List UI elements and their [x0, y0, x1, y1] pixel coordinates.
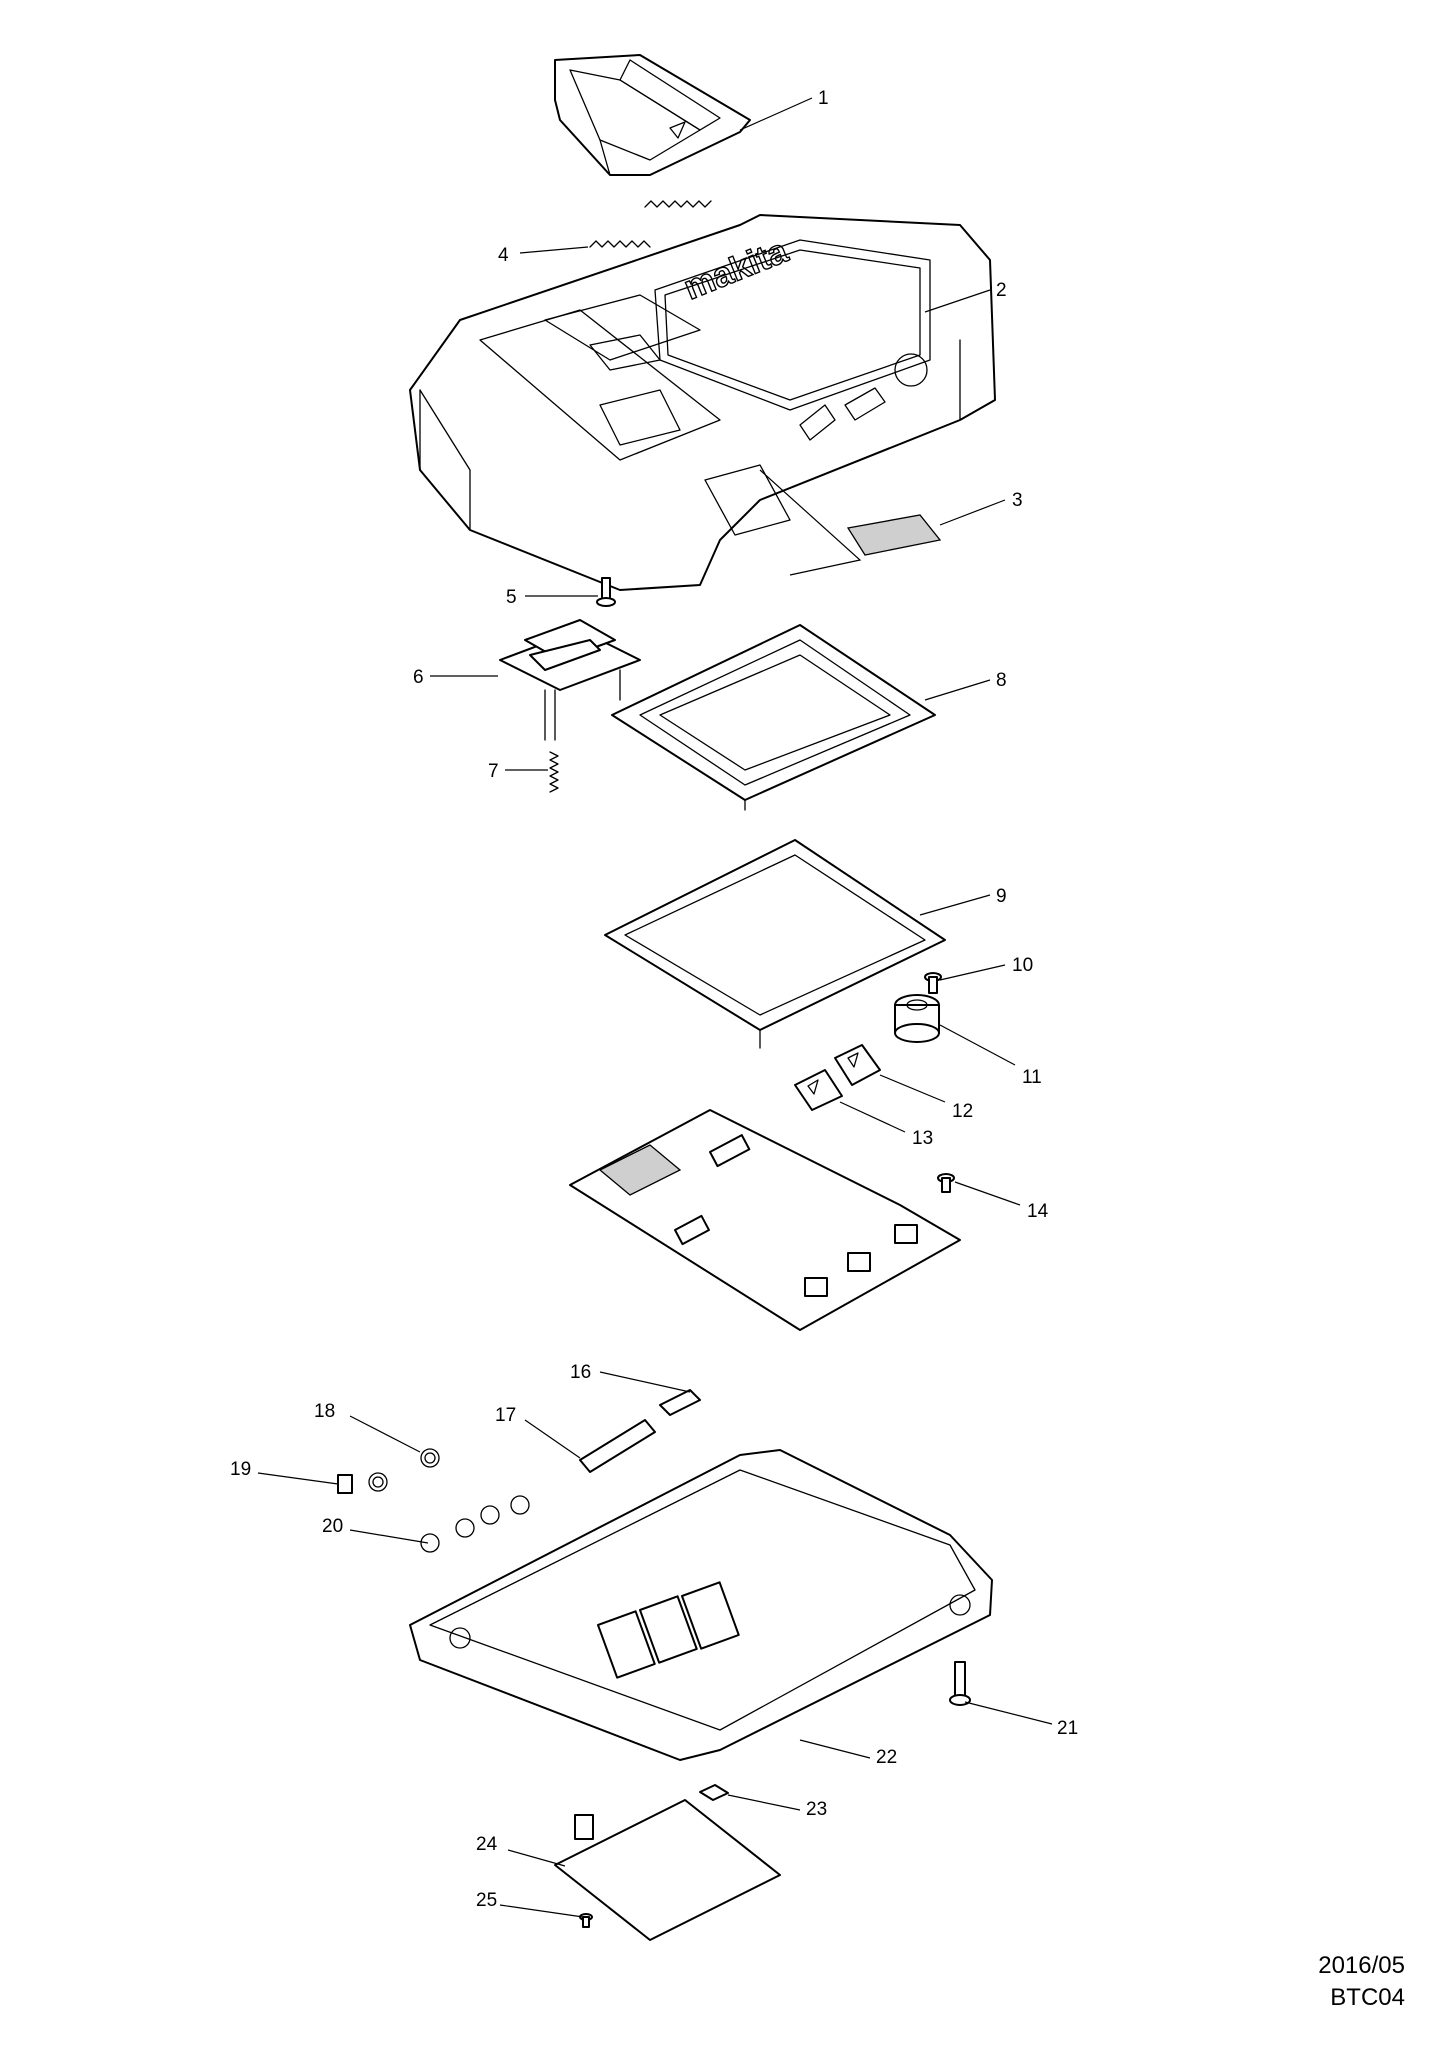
callout-11: 11 [1022, 1067, 1042, 1088]
callout-7: 7 [488, 761, 499, 782]
callout-24: 24 [476, 1834, 498, 1855]
callout-23: 23 [806, 1799, 827, 1820]
callout-22: 22 [876, 1747, 897, 1768]
callout-14: 14 [1027, 1201, 1049, 1222]
part-7-spring [549, 751, 559, 793]
callout-19: 19 [230, 1459, 251, 1480]
part-1-slide-cover [554, 54, 751, 176]
callout-4: 4 [498, 245, 509, 266]
part-20-spring [420, 1495, 530, 1553]
callout-6: 6 [413, 667, 424, 688]
part-5-screw [596, 577, 616, 607]
callout-17: 17 [495, 1405, 516, 1426]
callout-3: 3 [1012, 490, 1023, 511]
part-21-screw [949, 1661, 971, 1706]
part-16-terminal [659, 1389, 701, 1416]
footer-date: 2016/05 [1318, 1952, 1405, 1979]
callout-12: 12 [952, 1101, 973, 1122]
part-2-top-housing: makita [409, 214, 996, 591]
callout-5: 5 [506, 587, 517, 608]
part-8-lcd-panel [611, 624, 936, 811]
callout-9: 9 [996, 886, 1007, 907]
part-9-frame [604, 839, 946, 1049]
callout-1: 1 [818, 88, 829, 109]
part-10-screw [924, 972, 942, 994]
part-6-terminal-block [499, 619, 641, 741]
part-3-label [759, 469, 942, 576]
part-14-screw [937, 1173, 955, 1193]
part-23-pad [699, 1784, 729, 1801]
part-24-battery-cover [554, 1799, 781, 1941]
callout-2: 2 [996, 280, 1007, 301]
callout-20: 20 [322, 1516, 343, 1537]
circuit-board [569, 1109, 961, 1331]
part-17-terminal [579, 1419, 656, 1473]
callout-18: 18 [314, 1401, 335, 1422]
callout-16: 16 [570, 1362, 591, 1383]
callout-10: 10 [1012, 955, 1033, 976]
callout-8: 8 [996, 670, 1007, 691]
footer-model: BTC04 [1330, 1984, 1405, 2011]
part-12-button [834, 1044, 881, 1086]
callout-13: 13 [912, 1128, 933, 1149]
part-19-spring [337, 1472, 388, 1494]
leader-lines [257, 97, 1053, 1918]
part-13-button [794, 1069, 843, 1111]
callout-labels: 1 2 3 4 5 6 7 8 9 10 11 12 13 14 16 17 1… [230, 88, 1078, 1911]
callout-21: 21 [1057, 1718, 1078, 1739]
part-11-knob [894, 994, 940, 1043]
part-25-screw [579, 1913, 593, 1928]
callout-25: 25 [476, 1890, 497, 1911]
part-22-base-housing [409, 1449, 993, 1761]
part-4-springs [589, 200, 712, 248]
part-18-spring [420, 1448, 440, 1468]
